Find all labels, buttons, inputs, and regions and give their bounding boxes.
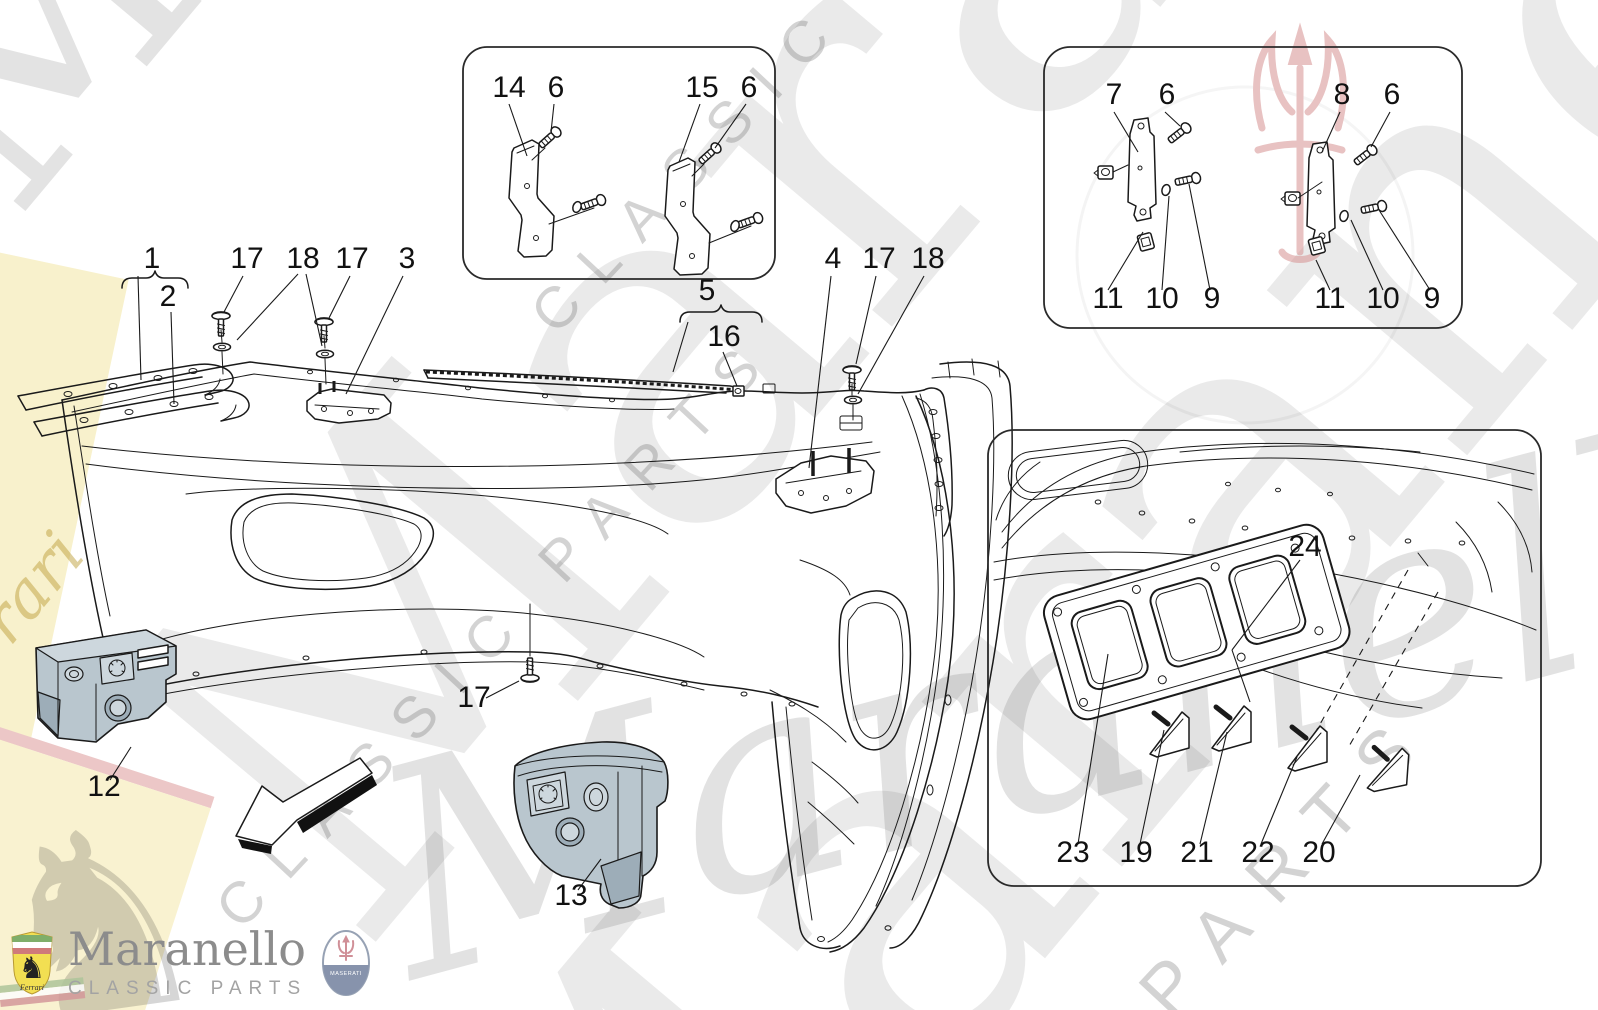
fastener-holes	[192, 369, 796, 707]
part-label: 10	[1145, 282, 1178, 315]
part-label: 13	[554, 879, 587, 912]
brand-title: Maranello	[68, 922, 306, 976]
part-label: 16	[707, 320, 740, 353]
brand-text: Maranello CLASSIC PARTS	[68, 926, 307, 1000]
part-label: 17	[457, 681, 490, 714]
part-label: 3	[399, 242, 416, 275]
part-label: 17	[862, 242, 895, 275]
part-label: 6	[1384, 78, 1401, 111]
part-label: 14	[492, 71, 525, 104]
sensor-holder-part-13	[513, 741, 669, 909]
part-label: 18	[911, 242, 944, 275]
part-label: 9	[1424, 282, 1441, 315]
maserati-label: MASERATI	[330, 971, 362, 977]
part-label: 21	[1180, 836, 1213, 869]
part-label: 22	[1241, 836, 1274, 869]
gusset-part-19	[1150, 712, 1189, 757]
leader-lines	[109, 103, 1431, 891]
rear-bumper-drawing	[61, 358, 1013, 953]
part-label: 11	[1314, 282, 1345, 315]
bracket-part-14	[508, 139, 555, 258]
ferrari-label: Ferrari	[19, 983, 44, 992]
part-label: 2	[160, 280, 177, 313]
inset-box-top-left	[462, 46, 776, 280]
part-label: 24	[1288, 530, 1321, 563]
gusset-part-20	[1367, 746, 1409, 794]
part-label: 1	[144, 242, 161, 275]
inset-box-right	[987, 429, 1542, 887]
bracket-part-8	[1306, 141, 1336, 246]
direction-arrow	[235, 757, 377, 854]
trident-icon	[337, 934, 355, 961]
side-panel	[889, 361, 1013, 949]
part-label: 5	[699, 274, 716, 307]
exhaust-cutout	[230, 493, 435, 591]
bracket-part-15	[664, 157, 711, 276]
part-label: 7	[1106, 78, 1123, 111]
gusset-part-21	[1212, 706, 1251, 751]
part-label: 19	[1119, 836, 1152, 869]
part-label: 15	[685, 71, 718, 104]
part-label: 6	[1159, 78, 1176, 111]
bumper-face-crease	[81, 441, 873, 468]
part-label: 20	[1302, 836, 1335, 869]
bracket-part-3	[306, 381, 392, 424]
screws-and-washers	[211, 311, 863, 683]
maserati-oval-icon: MASERATI	[322, 930, 371, 996]
part-label: 12	[87, 770, 120, 803]
part-number-labels: 1 2 17 18 17 3 5 16 4 17 18 17 12 13 14 …	[87, 71, 1440, 912]
part-label: 11	[1092, 282, 1123, 315]
brand-subtitle: CLASSIC PARTS	[68, 978, 308, 999]
part-label: 4	[825, 242, 842, 275]
bracket-part-7	[1127, 117, 1157, 222]
part-label: 23	[1056, 836, 1089, 869]
bumper-lower-valance	[117, 651, 819, 708]
bumper-strips	[17, 363, 250, 437]
prancing-horse-icon: ♞	[19, 952, 46, 985]
bracket-part-4	[775, 448, 875, 514]
sensor-holder-part-12	[35, 629, 177, 743]
part-label: 10	[1366, 282, 1399, 315]
part-label: 6	[548, 71, 565, 104]
part-label: 17	[230, 242, 263, 275]
right-aperture	[838, 590, 912, 751]
molding-part-5	[423, 369, 745, 397]
license-plate-bracket-24	[1042, 523, 1351, 721]
part-label: 8	[1334, 78, 1351, 111]
part-label: 9	[1204, 282, 1221, 315]
ferrari-shield-icon: ♞ Ferrari	[11, 931, 53, 995]
brand-footer: ♞ Ferrari Maranello CLASSIC PARTS MASERA…	[10, 926, 371, 1000]
bumper-top-edge	[61, 361, 925, 401]
part-label: 17	[335, 242, 368, 275]
inset-box-top-right	[1043, 46, 1463, 329]
part-label: 6	[741, 71, 758, 104]
part-label: 18	[286, 242, 319, 275]
